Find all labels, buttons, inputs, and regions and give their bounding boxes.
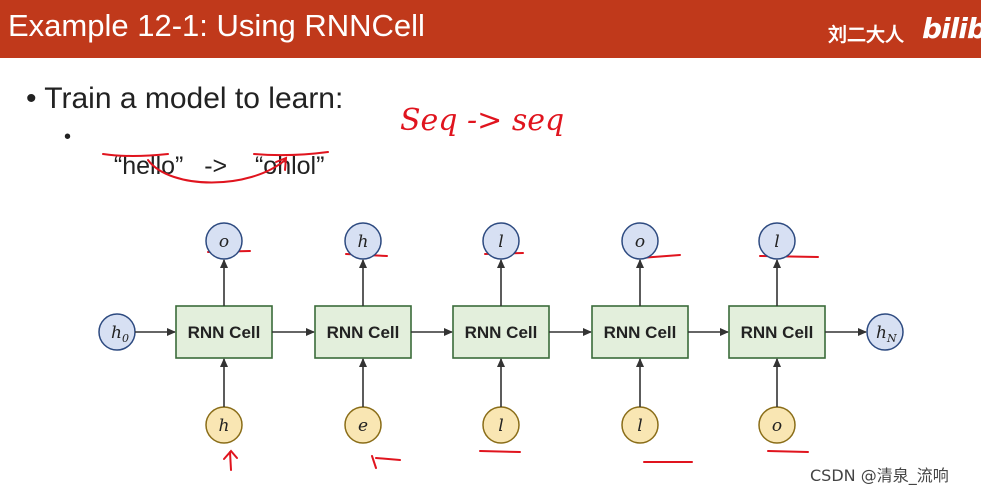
output-label: o bbox=[219, 232, 229, 252]
curve-arrow-head bbox=[275, 156, 288, 171]
brand-text: 刘二大人 bbox=[828, 24, 905, 46]
rnn-cell-label: RNN Cell bbox=[465, 323, 538, 342]
rnn-cell bbox=[314, 305, 412, 359]
csdn-watermark: CSDN @清泉_流响 bbox=[810, 466, 949, 485]
input-label: l bbox=[637, 416, 642, 436]
rnn-cell-label: RNN Cell bbox=[741, 323, 814, 342]
rnn-cell-label: RNN Cell bbox=[327, 323, 400, 342]
output-label: l bbox=[774, 232, 779, 252]
target-word: “ohlol” bbox=[254, 152, 325, 180]
input-label: e bbox=[358, 416, 368, 436]
bilibili-logo-icon: bilibili bbox=[922, 12, 981, 45]
handwritten-note: Seq -> seq bbox=[400, 103, 564, 138]
rnn-cell-label: RNN Cell bbox=[188, 323, 261, 342]
hN-node bbox=[866, 313, 904, 351]
underline-hello bbox=[102, 153, 169, 157]
bullet-sub: “hello” -> “ohlol” bbox=[100, 123, 325, 181]
output-label: h bbox=[358, 232, 369, 252]
input-label: l bbox=[498, 416, 503, 436]
curve-arrow bbox=[147, 159, 286, 184]
rnn-cell-label: RNN Cell bbox=[604, 323, 677, 342]
title-bar: Example 12-1: Using RNNCell 刘二大人 bilibil… bbox=[0, 0, 981, 58]
output-label: o bbox=[635, 232, 645, 252]
input-label: h bbox=[219, 416, 230, 436]
output-label: l bbox=[498, 232, 503, 252]
input-label: o bbox=[772, 416, 782, 436]
arrow-text: -> bbox=[204, 152, 228, 180]
rnn-cell bbox=[175, 305, 273, 359]
slide-title: Example 12-1: Using RNNCell bbox=[8, 8, 425, 43]
sub-bullet-dot-icon: • bbox=[64, 126, 72, 148]
underline-ohlol bbox=[253, 151, 329, 157]
bullet-main: • Train a model to learn: bbox=[26, 82, 344, 115]
